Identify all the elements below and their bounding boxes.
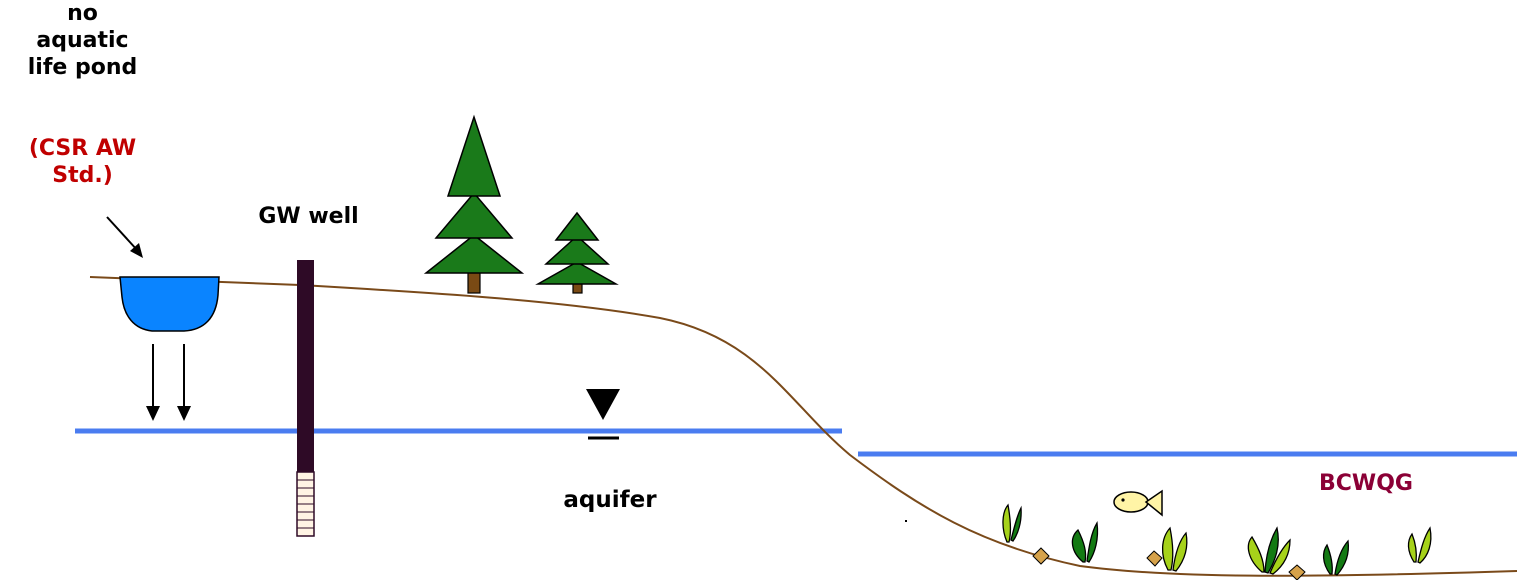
pond-standard-line: (CSR AW [28, 136, 137, 161]
tree-icon [423, 114, 525, 294]
pond-pointer-arrow-icon [106, 216, 143, 258]
pond-label-line: life pond [27, 55, 138, 80]
aquatic-plant-icon [1322, 539, 1350, 576]
pebble-icon [1146, 550, 1163, 567]
aquatic-plant-icon [1002, 503, 1022, 543]
infiltration-arrow-icon [177, 344, 191, 421]
pond-label: no aquatic life pond [0, 0, 165, 81]
aquatic-plant-icon [1407, 526, 1432, 564]
pond-label-line: aquatic [36, 28, 129, 53]
bcwqg-label: BCWQG [1319, 471, 1413, 496]
pond-icon [119, 276, 220, 332]
pond-standard-label: (CSR AW Std.) [0, 135, 165, 189]
pebble-icon [1288, 564, 1306, 581]
water-table-symbol-icon [586, 389, 620, 440]
aquatic-plant-icon [1071, 521, 1099, 563]
pebble-icon [1032, 547, 1050, 565]
gw-well-label: GW well [258, 204, 359, 229]
gw-well-icon [296, 260, 315, 537]
fish-icon [1113, 489, 1163, 517]
speck [905, 520, 907, 522]
aquatic-plant-icon [1247, 526, 1291, 575]
aquifer-label: aquifer [563, 487, 657, 513]
tree-icon [535, 211, 619, 294]
infiltration-arrow-icon [146, 344, 160, 421]
pond-standard-line: Std.) [52, 163, 113, 188]
ground-surface [89, 276, 1517, 577]
pond-label-line: no [67, 1, 98, 26]
aquatic-plant-icon [1161, 526, 1188, 572]
